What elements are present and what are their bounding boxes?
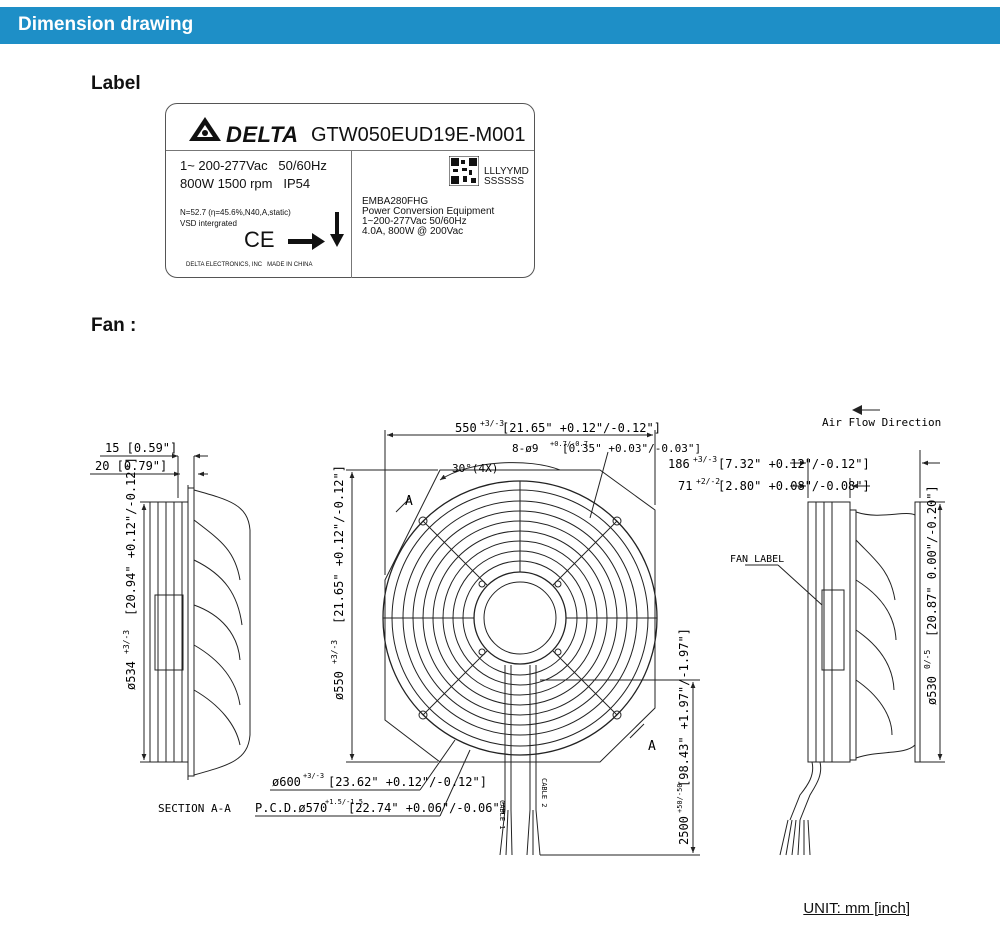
label-driver-type: Power Conversion Equipment: [362, 206, 495, 217]
label-brand: DELTA: [226, 122, 299, 147]
dim-71-inch: [2.80" +0.08"/-0.08"]: [718, 479, 870, 493]
label-driver-model: EMBA280FHG: [362, 196, 429, 207]
ce-mark: CE: [244, 227, 275, 252]
rotation-arrow-icon: [330, 212, 344, 247]
air-flow-arrow-icon: [852, 405, 862, 415]
label-efficiency: N=52.7 (η=45.6%,N40,A,static): [180, 208, 291, 217]
dim-pcd: P.C.D.ø570: [255, 801, 327, 815]
dim-2500-tolerance: +50/-50: [676, 783, 684, 813]
section-header: Dimension drawing: [0, 7, 1000, 44]
label-divider-vertical: [351, 150, 352, 278]
fan-label-callout: FAN LABEL: [730, 554, 784, 565]
unit-note: UNIT: mm [inch]: [803, 900, 910, 917]
section-mark-bottom: A: [648, 739, 656, 754]
fan-section-title: Fan :: [91, 315, 137, 336]
label-manufacturer: DELTA ELECTRONICS, INC MADE IN CHINA: [186, 262, 313, 268]
label-driver-ratings-1: 1~200-277Vac 50/60Hz: [362, 216, 467, 227]
product-label: DELTA GTW050EUD19E-M001 1~ 200-277Vac 50…: [165, 103, 535, 278]
dim-530-tolerance: 0/-5: [923, 650, 932, 669]
dim-mounting-holes-tolerance: +0.7/-0.7: [550, 440, 588, 448]
airflow-arrow-icon: [288, 233, 325, 250]
dim-186-tolerance: +3/-3: [693, 455, 717, 464]
dim-angle: 30°(4X): [452, 462, 498, 475]
delta-logo-icon: [189, 117, 221, 141]
label-ratings-1: 1~ 200-277Vac 50/60Hz: [180, 158, 327, 173]
label-vsd: VSD intergrated: [180, 219, 237, 228]
section-mark-top: A: [405, 494, 413, 509]
dim-550-diameter: ø550: [332, 671, 346, 700]
label-date-code: LLLYYMD: [484, 166, 529, 177]
dim-mounting-holes: 8-ø9: [512, 442, 539, 455]
dim-550-width: 550: [455, 421, 477, 435]
dim-600: ø600: [272, 775, 301, 789]
label-driver-ratings-2: 4.0A, 800W @ 200Vac: [362, 226, 464, 237]
dim-pcd-tolerance: +1.5/-1.5: [325, 798, 363, 806]
air-flow-direction-label: Air Flow Direction: [822, 416, 941, 429]
dim-530: ø530: [925, 676, 939, 705]
label-model: GTW050EUD19E-M001: [311, 124, 526, 146]
cable-2-label: CABLE 2: [540, 778, 548, 808]
dim-530-inch: [20.87" 0.00"/-0.20"]: [925, 485, 939, 637]
dim-mounting-holes-inch: [0.35" +0.03"/-0.03"]: [562, 442, 701, 455]
side-section-view: [90, 453, 251, 780]
dim-600-inch: [23.62" +0.12"/-0.12"]: [328, 775, 487, 789]
dim-15: 15 [0.59"]: [105, 441, 177, 455]
front-view: [255, 430, 700, 856]
dim-186-inch: [7.32" +0.12"/-0.12"]: [718, 457, 870, 471]
section-a-a-label: SECTION A-A: [158, 802, 231, 815]
dim-534-inch: [20.94" +0.12"/-0.12"]: [124, 457, 138, 616]
label-divider: [166, 150, 534, 151]
dim-71: 71: [678, 479, 692, 493]
label-section-title: Label: [91, 73, 141, 94]
dim-2500-inch: [98.43" +1.97"/-1.97"]: [677, 628, 691, 787]
qr-code-icon: [449, 156, 479, 186]
dim-71-tolerance: +2/-2: [696, 477, 720, 486]
dim-534: ø534: [124, 661, 138, 690]
dim-186: 186: [668, 457, 690, 471]
right-side-view: [745, 409, 945, 856]
label-ratings-2: 800W 1500 rpm IP54: [180, 176, 311, 191]
dim-550-diameter-inch: [21.65" +0.12"/-0.12"]: [332, 465, 346, 624]
dim-550-diameter-tolerance: +3/-3: [330, 640, 339, 664]
fan-dimension-drawing: 15 [0.59"] 20 [0.79"] ø534 +3/-3 [20.94"…: [90, 405, 945, 856]
dim-20: 20 [0.79"]: [95, 459, 167, 473]
header-title: Dimension drawing: [18, 14, 194, 35]
dim-550-width-tolerance: +3/-3: [480, 419, 504, 428]
dim-550-width-inch: [21.65" +0.12"/-0.12"]: [502, 421, 661, 435]
dim-pcd-inch: [22.74" +0.06"/-0.06"]: [348, 801, 507, 815]
label-serial-code: SSSSSS: [484, 176, 525, 187]
dim-2500: 2500: [677, 816, 691, 845]
cable-1-label: CABLE 1: [498, 800, 506, 830]
dim-534-tolerance: +3/-3: [122, 630, 131, 654]
dim-600-tolerance: +3/-3: [303, 772, 324, 780]
